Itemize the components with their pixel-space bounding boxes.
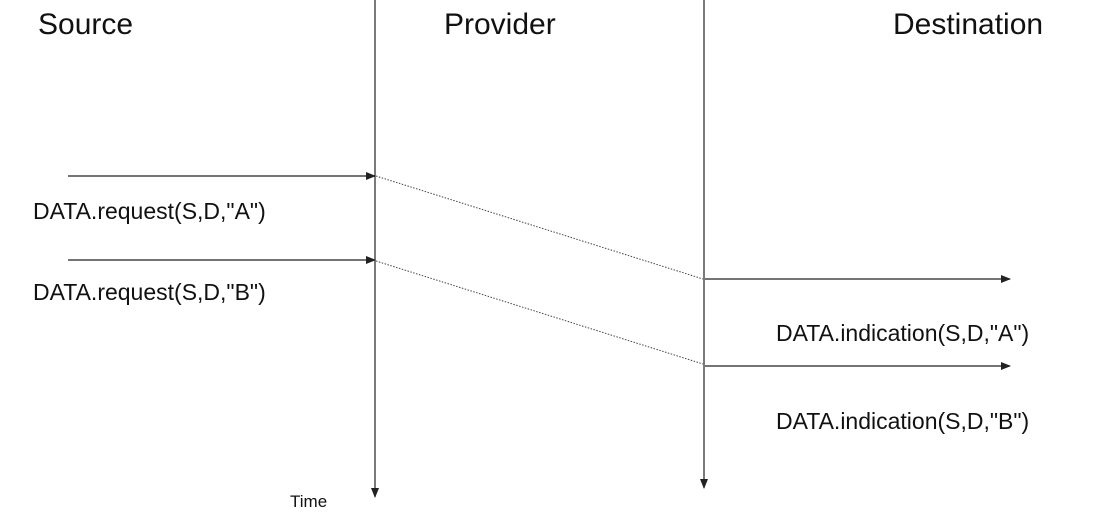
lane-title-source: Source xyxy=(38,8,133,41)
indication-a-label: DATA.indication(S,D,"A") xyxy=(776,320,1029,346)
lane-title-destination: Destination xyxy=(893,8,1043,41)
request-b-label: DATA.request(S,D,"B") xyxy=(33,279,266,305)
indication-b-label: DATA.indication(S,D,"B") xyxy=(776,408,1029,434)
request-a-label: DATA.request(S,D,"A") xyxy=(33,198,266,224)
lane-title-provider: Provider xyxy=(444,8,556,41)
time-axis-label: Time xyxy=(290,492,327,511)
transfer-a-line xyxy=(375,175,704,280)
transfer-b-line xyxy=(375,260,704,365)
